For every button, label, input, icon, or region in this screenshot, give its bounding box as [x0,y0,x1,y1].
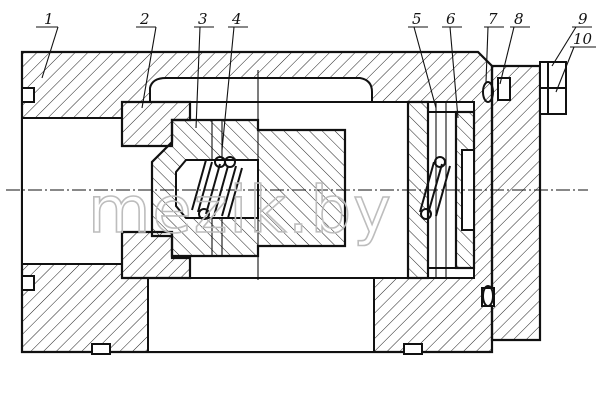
end-cover [490,64,542,342]
spring-left [191,156,243,220]
seal-ring-lower [482,285,494,307]
leader-lines [36,26,596,151]
spring-right [419,156,451,220]
label-3: 3 [198,10,208,28]
label-10: 10 [573,30,593,48]
label-7: 7 [488,10,498,28]
lower-left-port [147,277,375,353]
watermark: mezik.by [88,174,393,248]
label-9: 9 [578,10,588,28]
seal-ring [482,81,494,103]
label-2: 2 [139,10,150,28]
upper-slot [149,77,373,103]
label-5: 5 [412,10,422,28]
cover-cap [497,77,511,101]
label-4: 4 [231,10,242,28]
label-1: 1 [44,10,54,28]
label-8: 8 [514,10,524,28]
label-6: 6 [446,10,456,28]
